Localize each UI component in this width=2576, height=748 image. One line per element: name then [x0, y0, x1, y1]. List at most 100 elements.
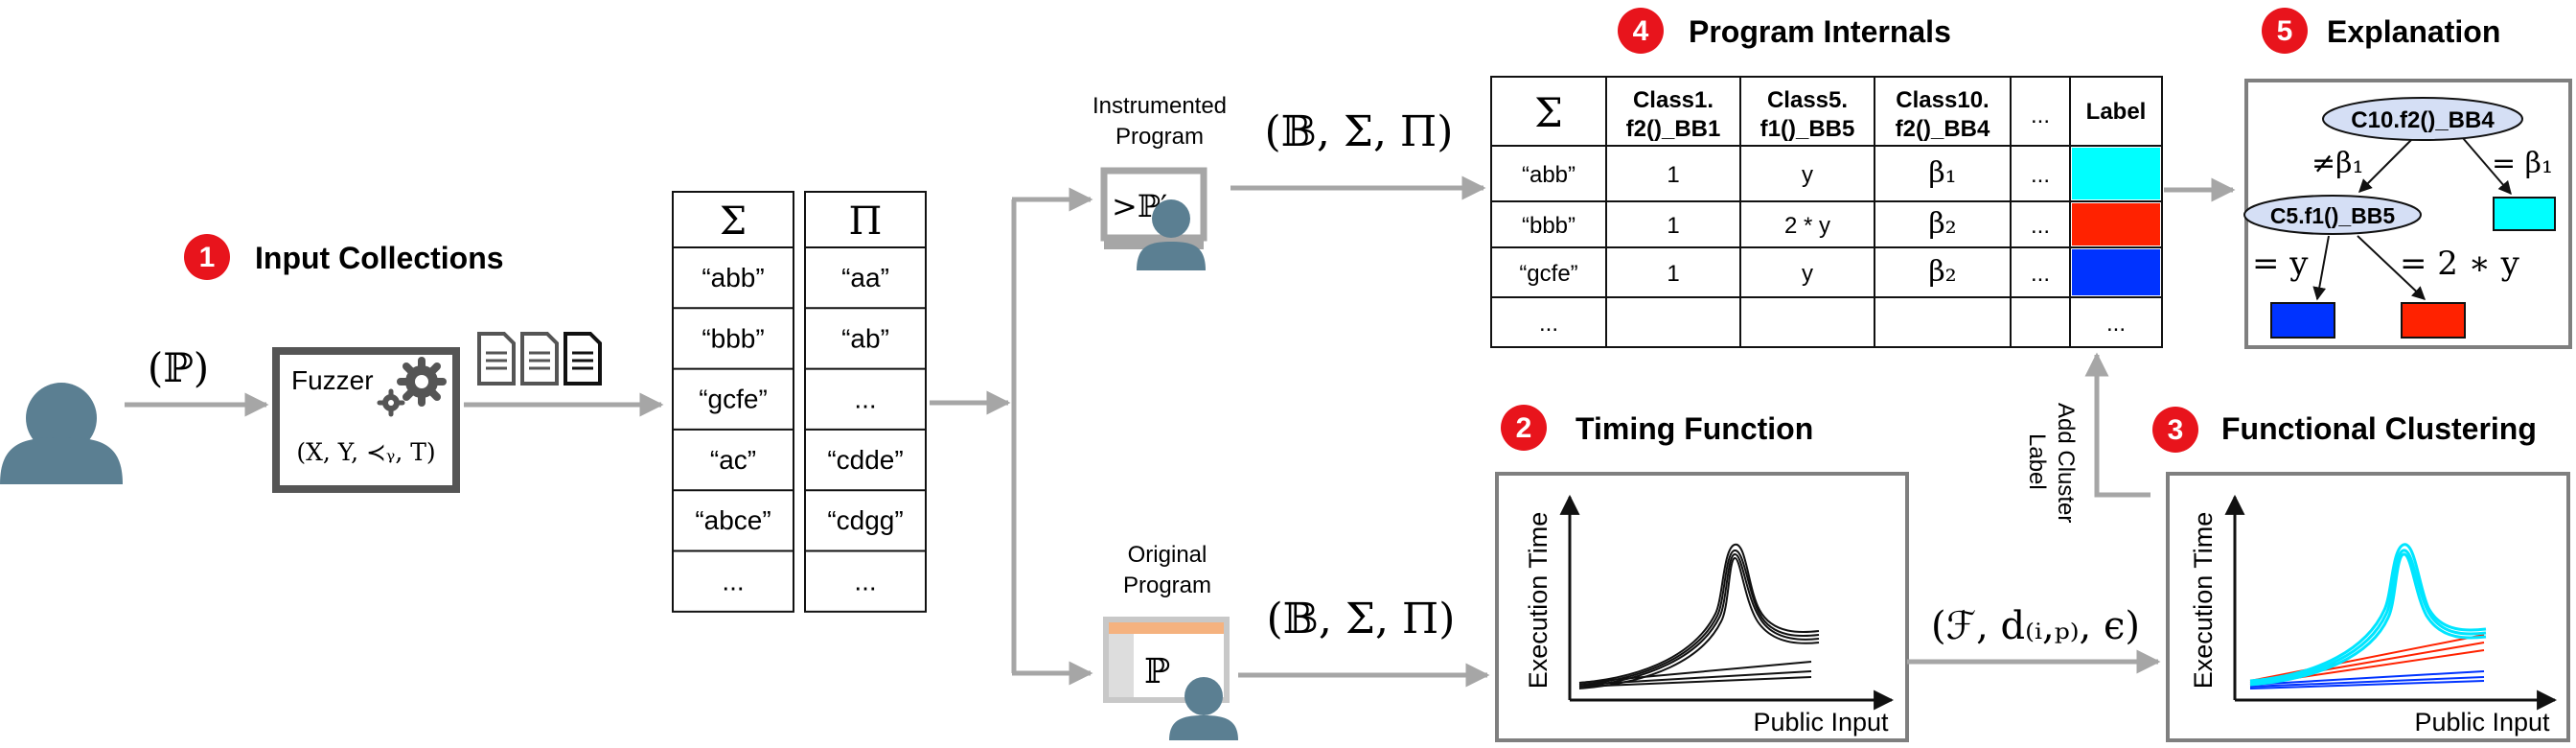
- step-5-badge: [2262, 8, 2308, 54]
- internals-cell: β₂: [1928, 207, 1956, 241]
- internals-cell: “gcfe”: [1519, 261, 1577, 287]
- sigma-table-cell: “abb”: [702, 263, 764, 292]
- tree-edge-2y: [2357, 235, 2426, 300]
- sigma-input-table: Σ “abb” “bbb” “gcfe” “ac” “abce”...: [672, 191, 794, 613]
- user-icon: [0, 383, 123, 484]
- step-5-title: Explanation: [2327, 14, 2500, 49]
- internals-label-swatch: [2072, 203, 2160, 245]
- pi-table-cell: “cdde”: [827, 445, 903, 475]
- step-4-badge: [1618, 8, 1664, 54]
- step-2-number: 2: [1516, 412, 1532, 444]
- internals-header-class: Class10.: [1896, 87, 1989, 113]
- original-program: Original Program ℙ: [1103, 542, 1238, 740]
- program-internals-table: Σ Class1. f2()_BB1 Class5. f1()_BB5 Class10. f…: [1490, 76, 2163, 348]
- sigma-table-cell: “gcfe”: [699, 385, 768, 414]
- tree-root-node: [2322, 97, 2523, 141]
- sigma-table-cell: “ac”: [710, 445, 756, 475]
- tree-edge-neq-label: ≠β₁: [2312, 147, 2364, 180]
- internals-cell: β₂: [1928, 255, 1956, 289]
- sigma-table-cell: “bbb”: [702, 323, 764, 353]
- sigma-table-header: Σ: [720, 199, 747, 244]
- fuzzer-title: Fuzzer: [291, 365, 374, 395]
- step-1-badge: [184, 234, 230, 280]
- sigma-table-cell: ...: [722, 567, 744, 596]
- pi-table-cell: “aa”: [841, 263, 889, 292]
- tree-child-label: C5.f1()_BB5: [2270, 203, 2396, 228]
- program-input-label: (ℙ): [148, 344, 209, 391]
- tree-edge-eq-label: = β₁: [2492, 147, 2553, 180]
- cluster-x-label: Public Input: [2414, 708, 2550, 736]
- internals-cell: 2 * y: [1784, 213, 1830, 239]
- internals-cell: ...: [2031, 213, 2050, 239]
- timing-curves: [1578, 543, 1820, 690]
- tree-edge-y: [2312, 235, 2330, 301]
- user-icon: [1169, 677, 1238, 740]
- internals-cell: ...: [2031, 162, 2050, 188]
- internals-header-sigma: Σ: [1534, 89, 1563, 136]
- internals-header-class: Class1.: [1633, 87, 1714, 113]
- step-3-title: Functional Clustering: [2221, 411, 2537, 446]
- tree-leaf-cyan: [2493, 197, 2556, 231]
- internals-cell: “abb”: [1522, 162, 1576, 188]
- fuzzer-box: Fuzzer (X, Y, ≺ᵧ, T): [272, 347, 460, 493]
- internals-cell: ...: [1539, 311, 1558, 337]
- instrumented-label-line2: Program: [1116, 124, 1204, 150]
- internals-header-block: f2()_BB4: [1896, 116, 1990, 142]
- instrumented-edge-label: (𝔹, Σ, Π): [1265, 107, 1454, 156]
- step-5-heading: 5 Explanation: [2262, 8, 2500, 54]
- timing-function-plot: Execution Time Public Input: [1495, 472, 1909, 742]
- step-5-number: 5: [2277, 15, 2293, 47]
- cluster-blue-curves: [2249, 670, 2485, 690]
- step-1-title: Input Collections: [255, 241, 504, 275]
- internals-header-ellipsis: ...: [2031, 103, 2050, 129]
- internals-cell: 1: [1667, 162, 1679, 188]
- window-icon: ℙ: [1103, 617, 1230, 703]
- add-cluster-label-line2: Label: [2024, 433, 2050, 490]
- internals-cell: β₁: [1928, 156, 1956, 190]
- step-2-heading: 2 Timing Function: [1501, 405, 1813, 451]
- fuzzer-formula: (X, Y, ≺ᵧ, T): [296, 438, 435, 466]
- internals-label-swatch: [2072, 249, 2160, 295]
- original-label-line1: Original: [1128, 542, 1208, 568]
- internals-header-block: f1()_BB5: [1760, 116, 1855, 142]
- step-3-badge: [2152, 407, 2198, 453]
- pi-table-cell: “ab”: [841, 323, 889, 353]
- pi-table-cell: “cdgg”: [827, 505, 903, 535]
- original-label-line2: Program: [1123, 573, 1211, 598]
- monitor-icon: >ℙ′: [1100, 167, 1208, 249]
- functional-clustering-plot: Execution Time Public Input: [2166, 472, 2570, 742]
- step-2-title: Timing Function: [1576, 411, 1813, 446]
- internals-cell: 1: [1667, 261, 1679, 287]
- internals-header-label: Label: [2086, 99, 2147, 125]
- step-3-heading: 3 Functional Clustering: [2152, 407, 2537, 453]
- instrumented-label-line1: Instrumented: [1092, 93, 1227, 119]
- tree-edge-eq: [2462, 137, 2512, 196]
- explanation-box: C10.f2()_BB4 C5.f1()_BB5 ≠β₁ = β₁ = y = …: [2243, 79, 2572, 349]
- step-2-badge: [1501, 405, 1547, 451]
- internals-header-block: f2()_BB1: [1626, 116, 1721, 142]
- cluster-cyan-curves: [2249, 543, 2487, 687]
- internals-cell: y: [1802, 261, 1813, 287]
- step-4-title: Program Internals: [1689, 14, 1951, 49]
- step-4-number: 4: [1633, 15, 1649, 47]
- internals-cell: y: [1802, 162, 1813, 188]
- pi-input-table: Π“aa”“ab”...“cdde”“cdgg”...: [804, 191, 927, 613]
- cluster-y-label: Execution Time: [2189, 512, 2218, 690]
- internals-header-class: Class5.: [1767, 87, 1848, 113]
- original-edge-label: (𝔹, Σ, Π): [1267, 595, 1456, 643]
- tree-leaf-blue: [2270, 302, 2335, 339]
- step-3-number: 3: [2168, 414, 2184, 446]
- step-4-heading: 4 Program Internals: [1618, 8, 1951, 54]
- documents-icon: [477, 332, 602, 386]
- add-cluster-label-line1: Add Cluster: [2053, 403, 2079, 523]
- internals-cell: ...: [2031, 261, 2050, 287]
- tree-edge-y-label: = y: [2252, 245, 2309, 283]
- internals-cell: ...: [2106, 311, 2126, 337]
- gear-icon: [377, 357, 447, 417]
- timing-y-label: Execution Time: [1524, 512, 1552, 690]
- tree-root-label: C10.f2()_BB4: [2351, 107, 2495, 133]
- tree-leaf-red: [2401, 302, 2466, 339]
- add-cluster-label: Add Cluster Label: [2024, 403, 2079, 523]
- sigma-table-cell: “abce”: [695, 505, 770, 535]
